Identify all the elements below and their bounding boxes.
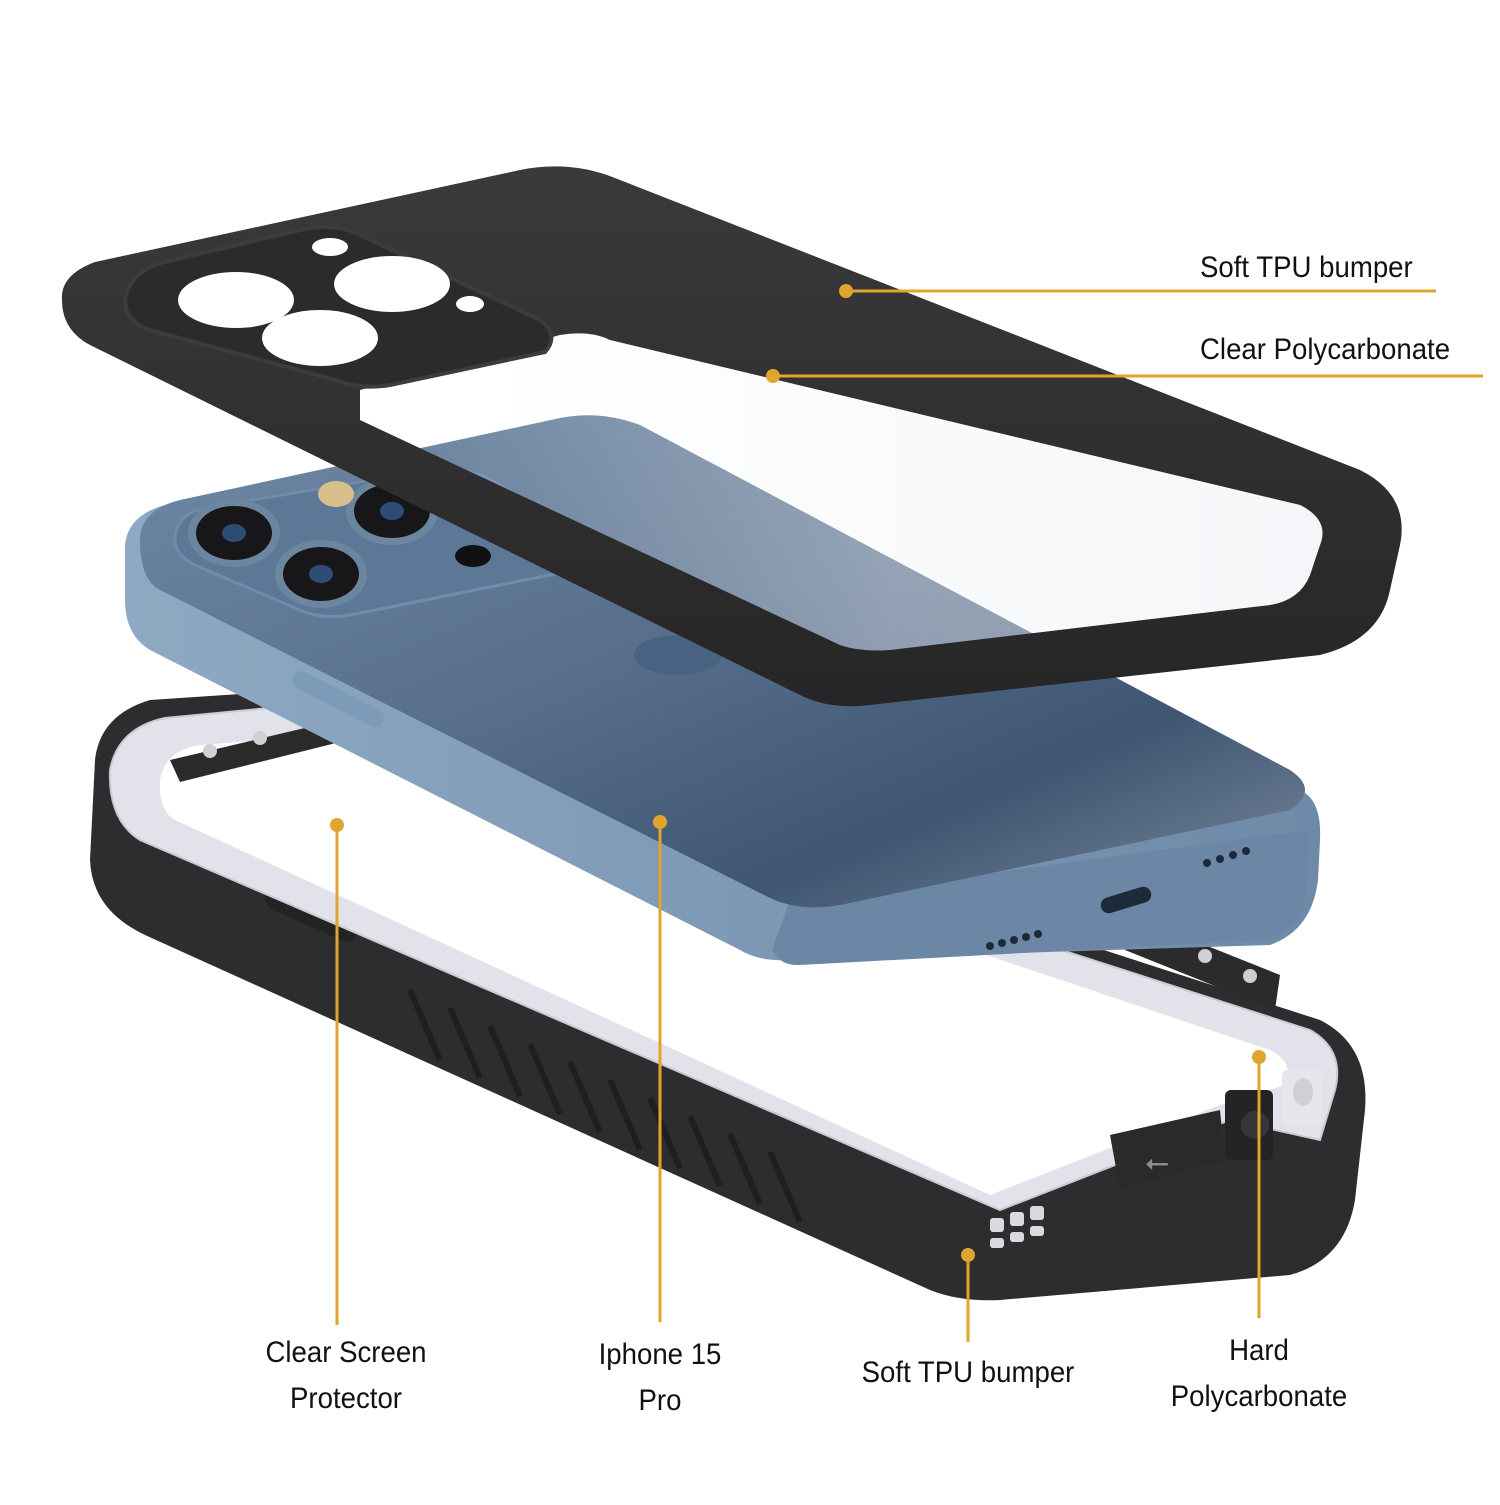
phone-side-button bbox=[292, 671, 384, 727]
callout-dot-iphone-15-pro bbox=[653, 815, 667, 829]
label-line: Polycarbonate bbox=[1170, 1380, 1348, 1413]
label-line: Iphone 15 bbox=[598, 1338, 722, 1371]
inner-black-strip bbox=[170, 722, 340, 782]
label-line: Soft TPU bumper bbox=[1200, 251, 1413, 284]
grip-ribs bbox=[407, 988, 803, 1224]
label-line: Clear Screen bbox=[265, 1336, 427, 1369]
top-case bbox=[61, 166, 1402, 707]
lidar-sensor bbox=[455, 545, 491, 567]
label-line: Pro bbox=[638, 1384, 682, 1417]
clear-screen-protector-panel bbox=[159, 735, 1288, 1195]
callout-dot-hard-polycarbonate bbox=[1252, 1050, 1266, 1064]
phone-bottom-face bbox=[772, 830, 1310, 966]
callout-dot-clear-polycarbonate bbox=[766, 369, 780, 383]
callout-dot-soft-tpu-bumper-bottom bbox=[961, 1248, 975, 1262]
usb-icon: ⭠ bbox=[1145, 1145, 1169, 1180]
label-soft-tpu-bumper-bottom: Soft TPU bumper bbox=[784, 1350, 1152, 1396]
camera-surround bbox=[122, 224, 554, 389]
bottom-frame: ⭠ bbox=[90, 690, 1366, 1301]
label-soft-tpu-bumper-top: Soft TPU bumper bbox=[1200, 245, 1413, 291]
camera-cutouts bbox=[178, 238, 484, 366]
usb-c-port bbox=[1100, 886, 1152, 914]
label-line: Protector bbox=[290, 1382, 402, 1415]
label-iphone-15-pro: Iphone 15 Pro bbox=[476, 1332, 844, 1424]
label-line: Soft TPU bumper bbox=[861, 1356, 1075, 1389]
phone-speaker-right bbox=[1203, 847, 1250, 867]
usb-port-cover bbox=[1110, 1110, 1225, 1190]
label-line: Clear Polycarbonate bbox=[1200, 333, 1451, 366]
callout-dot-clear-screen-protector bbox=[330, 818, 344, 832]
label-hard-polycarbonate: Hard Polycarbonate bbox=[1075, 1328, 1443, 1420]
frame-speaker-grille bbox=[990, 1206, 1044, 1248]
callout-dot-soft-tpu-bumper-top bbox=[839, 284, 853, 298]
clear-polycarbonate-panel bbox=[360, 333, 1323, 651]
flash bbox=[318, 481, 354, 507]
label-clear-polycarbonate: Clear Polycarbonate bbox=[1200, 327, 1450, 373]
phone-speaker-left bbox=[986, 930, 1042, 950]
callouts bbox=[330, 284, 1483, 1342]
label-clear-screen-protector: Clear Screen Protector bbox=[162, 1330, 530, 1422]
label-line: Hard bbox=[1229, 1334, 1289, 1367]
